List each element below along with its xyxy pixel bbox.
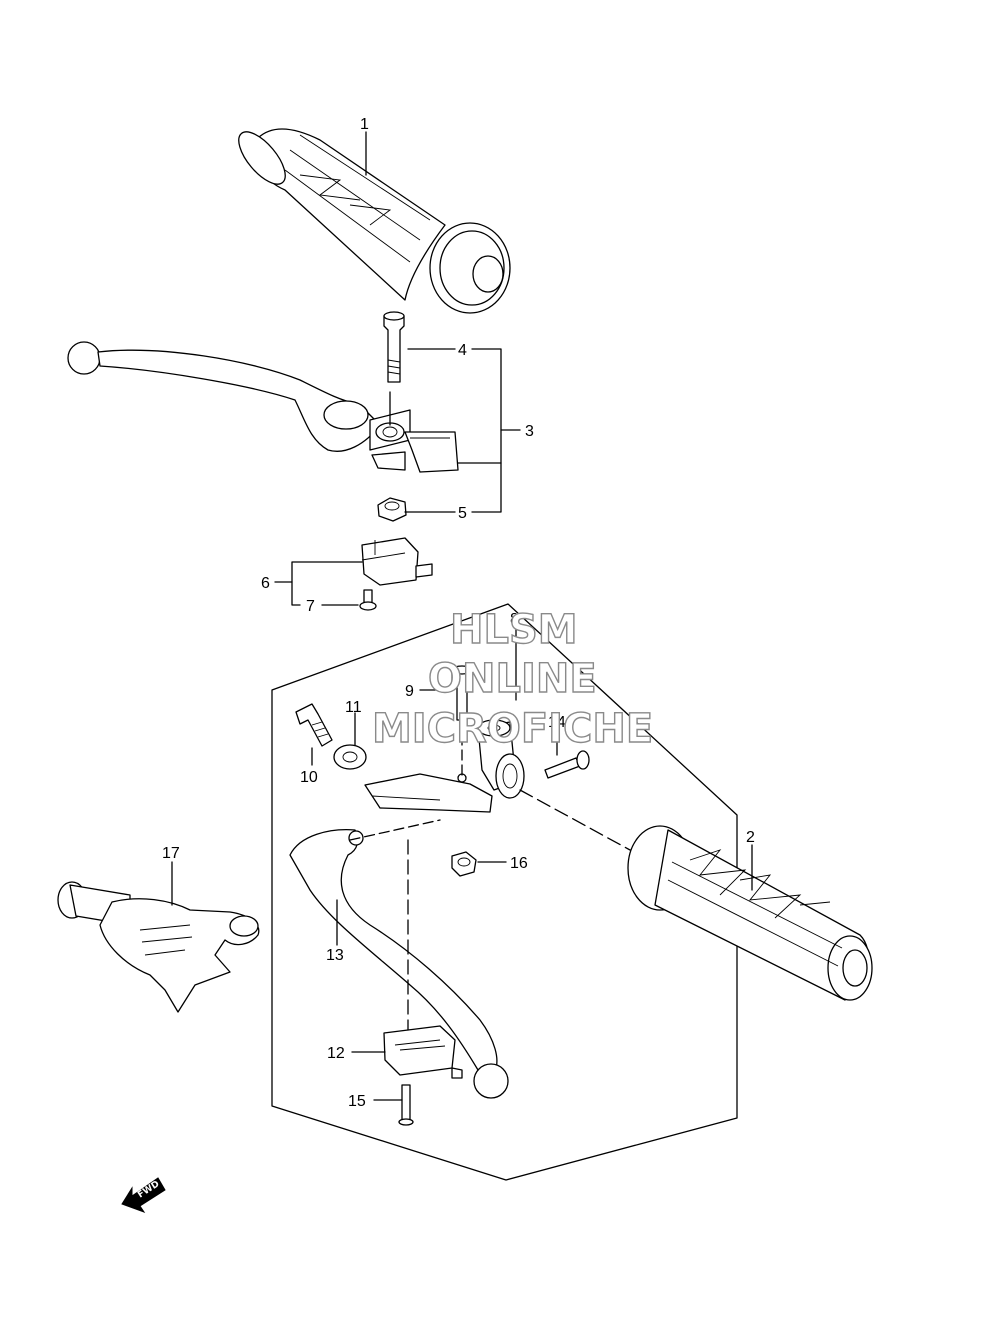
brake-switch-6 [361,537,433,586]
bolt-14 [544,750,590,779]
kit-boundary [271,603,738,1181]
callout-16: 16 [510,855,528,872]
callout-5: 5 [458,505,467,522]
callout-3: 3 [525,423,534,440]
clutch-lever-holder [364,719,525,813]
spring-11 [333,744,367,770]
callout-13: 13 [326,947,344,964]
callout-12: 12 [327,1045,345,1062]
screw-15 [398,1084,414,1126]
callout-14: 14 [548,714,566,731]
watermark: HLSM ONLINE MICROFICHE [371,606,654,752]
left-grip [238,128,511,314]
callout-labels: 1 2 3 4 5 6 7 8 9 10 11 12 13 14 15 16 1… [162,116,755,1110]
watermark-line-1: HLSM [450,607,578,653]
clutch-lever [289,829,509,1099]
leader-lines [171,131,753,1101]
right-grip [627,825,873,1001]
lever-guard-17 [57,881,260,1013]
callout-7: 7 [306,598,315,615]
pivot-bolt-4 [383,311,405,383]
nut-16 [451,851,477,877]
callout-2: 2 [746,829,755,846]
callout-11: 11 [345,699,362,716]
brake-lever [67,341,459,473]
forward-arrow-icon: FWD [121,1177,166,1213]
callout-10: 10 [300,769,318,786]
callout-4: 4 [458,342,467,359]
callout-6: 6 [261,575,270,592]
nut-5 [377,497,407,522]
callout-1: 1 [360,116,369,133]
screw-7 [359,589,377,611]
callout-15: 15 [348,1093,366,1110]
watermark-line-3: MICROFICHE [372,706,653,752]
callout-8: 8 [510,611,519,628]
adjuster-bolt-10 [295,703,333,747]
callout-17: 17 [162,845,180,862]
clutch-switch-12 [383,1025,463,1079]
callout-9: 9 [405,683,414,700]
watermark-line-2: ONLINE [428,656,597,702]
pivot-bolt-9 [451,665,473,721]
